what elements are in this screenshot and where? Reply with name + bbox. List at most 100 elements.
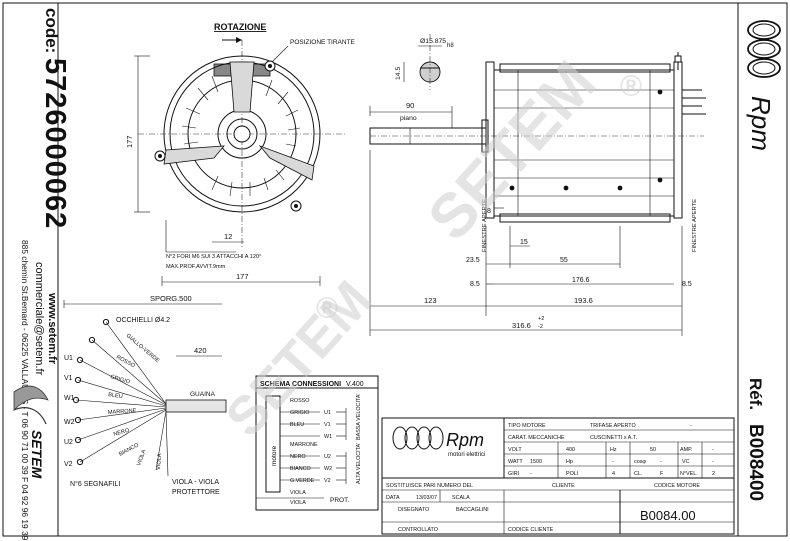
tb-data-value: 13/03/07 xyxy=(416,495,437,501)
tb-disegnato-value: BACCAGLINI xyxy=(456,507,489,513)
tb-cosphi-value: - xyxy=(660,459,662,465)
website-text: www.setem.fr xyxy=(46,292,58,365)
schema-row-color: VIOLA xyxy=(290,490,306,496)
watermark-symbol: ® xyxy=(316,292,338,325)
terminal-u1: U1 xyxy=(64,355,73,362)
tb-tipo-motore-extra: - xyxy=(690,423,692,429)
side-tol-plus: +2 xyxy=(538,316,544,322)
front-view: ROTAZIONE POSIZIONE TIRANTE xyxy=(125,22,356,286)
segnafili-label: N°6 SEGNAFILI xyxy=(70,480,120,488)
tb-cl-value: F xyxy=(660,471,664,477)
tb-cl-label: CL. xyxy=(634,471,642,477)
tb-volt-label: VOLT xyxy=(508,447,522,453)
occhielli-label: OCCHIELLI Ø4.2 xyxy=(116,317,170,324)
sheath-note-1: VIOLA - VIOLA xyxy=(172,479,219,486)
cooling-slots xyxy=(181,75,301,197)
rpm-brand-text: Rpm xyxy=(746,96,776,151)
shaft-diameter: Ø15.875 xyxy=(420,38,446,45)
tb-poli-value: 4 xyxy=(612,471,615,477)
tb-giri-label: GIRI xyxy=(508,471,519,477)
side-dim-55: 55 xyxy=(560,257,568,264)
guaina-label: GUAINA xyxy=(190,391,216,398)
side-dim-23-5: 23.5 xyxy=(466,257,480,264)
schema-row-color: ROSSO xyxy=(290,398,309,404)
tb-vc-label: VC xyxy=(682,459,690,465)
front-height-dimension: 177 xyxy=(125,135,134,148)
schema-row-color: BIANCO xyxy=(290,466,311,472)
tb-nvel-label: N°VEL. xyxy=(680,471,698,477)
open-windows-right: FINESTRE APERTE xyxy=(692,199,698,252)
wire-bundle xyxy=(75,321,169,477)
tb-nvel-value: 2 xyxy=(712,471,715,477)
tb-watt-label: WATT xyxy=(508,459,523,465)
tb-cosphi-label: cosφ xyxy=(634,459,646,465)
motor-label: motore xyxy=(271,445,278,466)
ref-label: Réf. xyxy=(746,378,765,410)
schema-row-term: U2 xyxy=(324,454,331,460)
wire-label-grigio: GRIGIO xyxy=(109,374,131,386)
side-dim-123: 123 xyxy=(424,296,437,305)
open-windows-left: FINESTRE APERTE xyxy=(482,199,488,252)
schema-row-term: V2 xyxy=(324,478,331,484)
tb-poli-label: POLI xyxy=(566,471,578,477)
terminal-w1: W1 xyxy=(64,395,75,402)
schema-row-term: V1 xyxy=(324,422,331,428)
connection-schema: SCHEMA CONNESSIONI V.400 motore ROSSO GR… xyxy=(255,375,379,511)
tie-rod-label: POSIZIONE TIRANTE xyxy=(290,39,356,46)
schema-row-color: BLEU xyxy=(290,422,304,428)
side-dim-176-6: 176.6 xyxy=(572,277,590,284)
terminal-v2: V2 xyxy=(64,461,73,468)
left-info-strip: code: 5726000062 www.setem.fr commercial… xyxy=(13,8,71,541)
side-dim-193-6: 193.6 xyxy=(574,296,593,305)
schema-row-term: W2 xyxy=(324,466,332,472)
schema-title: SCHEMA CONNESSIONI xyxy=(260,381,341,388)
code-value: 5726000062 xyxy=(39,58,71,229)
tb-motor-code: B0084.00 xyxy=(640,508,696,523)
sheath-note-2: PROTETTORE xyxy=(172,489,220,496)
side-view: 90 piano FINESTRE A xyxy=(369,52,706,336)
tb-hz-label: Hz xyxy=(610,447,617,453)
schema-row-term: U1 xyxy=(324,410,331,416)
title-brand: Rpm xyxy=(446,430,484,450)
tb-disegnato-label: DISEGNATO xyxy=(398,507,429,513)
schema-row-color: NERO xyxy=(290,454,306,460)
side-dim-8-5-right: 8.5 xyxy=(682,281,692,288)
schema-row-color: GRIGIO xyxy=(290,410,309,416)
high-speed-label: ALTA VELOCITA' xyxy=(356,443,362,484)
side-tol-minus: -2 xyxy=(538,324,543,330)
tb-amp-value: - xyxy=(712,447,714,453)
tb-tipo-motore-label: TIPO MOTORE xyxy=(508,423,546,429)
wire-label-viola-2: VIOLA xyxy=(156,453,163,470)
schema-voltage: V.400 xyxy=(346,381,364,388)
tb-tipo-motore-value: TRIFASE APERTO xyxy=(590,423,636,429)
tb-data-label: DATA xyxy=(386,495,400,501)
tb-amp-label: AMP. xyxy=(680,447,692,453)
title-brand-sub: motori elettrici xyxy=(448,452,485,458)
ring-terminals xyxy=(72,318,110,466)
wire-label-marrone: MARRONE xyxy=(108,408,137,416)
right-info-strip: Rpm Réf. B008400 xyxy=(745,20,781,501)
side-dim-8: 8 xyxy=(487,208,491,215)
tb-cliente-label: CLIENTE xyxy=(552,483,575,489)
wire-label-viola-1: VIOLA xyxy=(136,449,147,467)
terminal-w2: W2 xyxy=(64,419,75,426)
shaft-key-detail: Ø15.875 h8 14.5 xyxy=(395,34,454,90)
wire-label-nero: NERO xyxy=(113,428,131,438)
schema-row-color: VIOLA xyxy=(290,500,306,506)
low-speed-label: BASSA VELOCITA' xyxy=(356,394,362,440)
front-width-dimension: 177 xyxy=(236,272,249,281)
schema-rows: ROSSO GRIGIO U1 BLEU V1 W1 MARRONE NERO … xyxy=(290,398,332,506)
side-dim-8-5-left: 8.5 xyxy=(470,281,480,288)
side-dim-15: 15 xyxy=(520,239,528,246)
title-block: Rpm motori elettrici TIPO MOTORE TRIFASE… xyxy=(381,417,735,535)
tb-carat-label: CARAT. MECCANICHE xyxy=(508,435,565,441)
tb-hp-label: Hp xyxy=(566,459,573,465)
terminal-v1: V1 xyxy=(64,375,73,382)
key-height: 14.5 xyxy=(395,67,402,80)
schema-row-term: W1 xyxy=(324,434,332,440)
terminal-u2: U2 xyxy=(64,439,73,446)
setem-logo-text: SETEM xyxy=(29,430,45,479)
tb-vc-value: - xyxy=(712,459,714,465)
